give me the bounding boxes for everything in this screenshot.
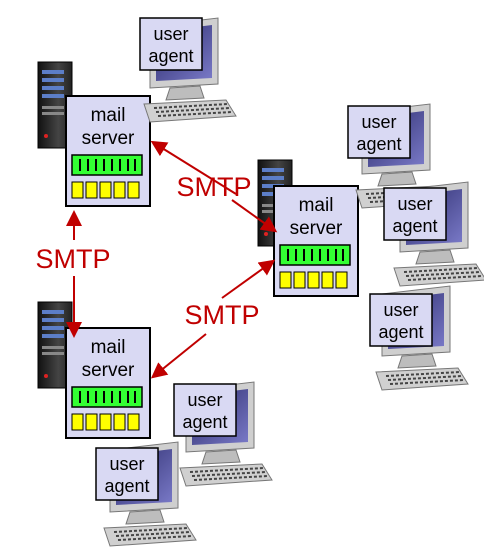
agent-label-line1: user xyxy=(397,194,432,214)
server-label-line1: mail xyxy=(91,337,126,358)
mail-server-top-left: mail server xyxy=(37,61,151,207)
server-label-line1: mail xyxy=(91,105,126,126)
smtp-link-bottom-to-right: SMTP xyxy=(150,259,276,379)
agent-label-line1: user xyxy=(361,112,396,132)
smtp-label: SMTP xyxy=(176,172,251,202)
agent-label-line1: user xyxy=(109,454,144,474)
user-mailboxes xyxy=(71,413,140,431)
agent-label-line2: agent xyxy=(148,46,193,66)
outgoing-queue xyxy=(279,244,351,266)
smtp-label: SMTP xyxy=(184,300,259,330)
user-agent-right-2: user agent xyxy=(383,181,484,287)
server-label-line2: server xyxy=(82,360,135,381)
smtp-label: SMTP xyxy=(35,244,110,274)
user-agent-top: user agent xyxy=(139,17,237,123)
user-agent-bottom-1: user agent xyxy=(173,381,273,487)
user-mailboxes xyxy=(279,271,348,289)
agent-label-line1: user xyxy=(153,24,188,44)
agent-label-line2: agent xyxy=(392,216,437,236)
user-agent-bottom-2: user agent xyxy=(95,441,197,547)
server-label-line2: server xyxy=(290,218,343,239)
user-agent-right-1: user agent xyxy=(347,103,449,209)
agent-label-line2: agent xyxy=(104,476,149,496)
agent-label-line2: agent xyxy=(182,412,227,432)
smtp-link-top-to-bottom: SMTP xyxy=(35,210,111,338)
smtp-arrow xyxy=(221,259,276,299)
agent-label-line2: agent xyxy=(356,134,401,154)
smtp-link-top-to-right: SMTP xyxy=(150,140,278,233)
server-label-line1: mail xyxy=(299,195,334,216)
server-label-line2: server xyxy=(82,128,135,149)
user-mailboxes xyxy=(71,181,140,199)
mail-server-right: mail server xyxy=(257,159,359,297)
outgoing-queue xyxy=(71,154,143,176)
user-agent-right-3: user agent xyxy=(369,285,469,391)
outgoing-queue xyxy=(71,386,143,408)
agent-label-line2: agent xyxy=(378,322,423,342)
smtp-arrow xyxy=(150,333,207,379)
agent-label-line1: user xyxy=(187,390,222,410)
smtp-arrow xyxy=(150,140,237,195)
mail-server-bottom-left: mail server xyxy=(37,301,151,439)
smtp-arrow xyxy=(231,199,278,233)
agent-label-line1: user xyxy=(383,300,418,320)
